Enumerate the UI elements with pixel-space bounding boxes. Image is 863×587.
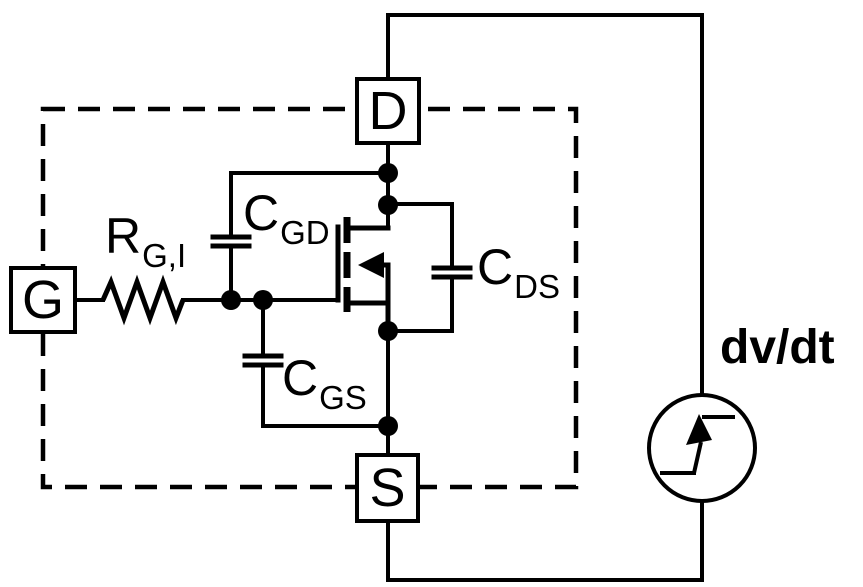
step-arrowhead [686,414,712,445]
resistor-label-main: R [105,208,142,264]
dvdt-source-label: dv/dt [720,321,835,374]
cap-ds-label-sub: DS [514,268,560,305]
junction-dots [221,163,398,436]
junction-dot [221,290,241,310]
junction-dot [378,195,398,215]
terminal-gate-label: G [21,270,64,330]
resistor-label: RG,I [105,208,186,272]
cgd-top-lead [229,171,390,239]
terminal-box-source [355,453,420,523]
cap-gd-label: CGD [243,185,330,249]
junction-dot [378,163,398,183]
cds-top-lead [386,202,454,270]
capacitor-gd-icon [210,171,390,302]
n-channel-mosfet-icon [335,217,391,333]
terminal-boxes [9,77,421,523]
cap-gs-label-sub: GS [319,379,367,416]
resistor-zigzag [100,274,186,326]
junction-dot [253,290,273,310]
cap-gd-label-main: C [243,185,280,241]
capacitor-ds-icon [386,202,473,333]
capacitor-gs-icon [242,298,390,428]
junction-dot [378,321,398,341]
cap-ds-label: CDS [477,239,560,303]
device-boundary-dashed-box [40,106,579,490]
terminal-box-gate [9,266,77,334]
mosfet-body-lead [380,262,391,333]
step-rising-edge [692,441,703,474]
resistor-label-sub: G,I [142,237,187,274]
cap-gs-label-main: C [282,350,319,406]
terminal-source-label: S [369,458,406,518]
cap-gs-label: CGS [282,350,367,414]
cds-bottom-lead [386,275,454,333]
cap-ds-label-main: C [477,239,514,295]
cgs-bottom-lead [261,363,390,428]
terminal-box-drain [355,77,421,145]
source-circle [647,393,757,503]
bottom-loop-wire [386,499,704,582]
outer-loop-wire [386,13,704,582]
top-loop-wire [386,13,704,398]
cap-gd-label-sub: GD [280,214,330,251]
terminal-drain-label: D [368,81,408,141]
junction-dot [378,416,398,436]
mosfet-body-arrow [358,252,384,278]
resistor-icon [100,274,186,326]
step-voltage-source-icon [647,393,757,503]
